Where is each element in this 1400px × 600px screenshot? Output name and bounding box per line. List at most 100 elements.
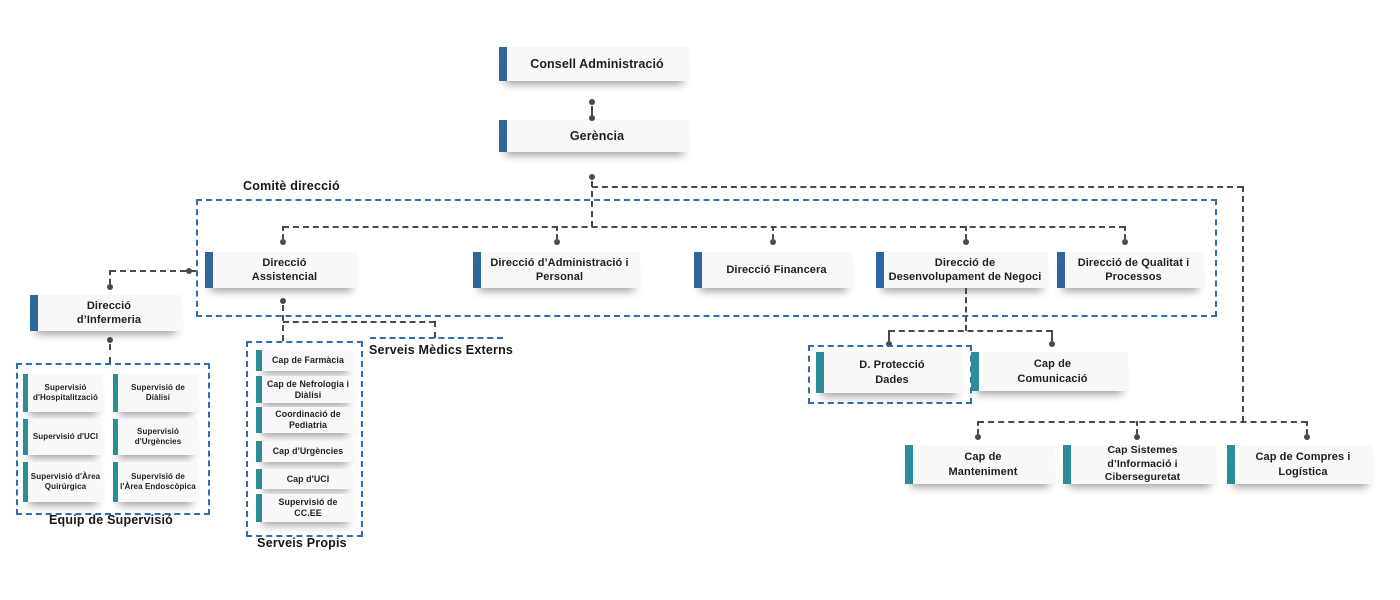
org-node-label: Supervisió de CC.EE xyxy=(278,497,338,518)
accent-bar xyxy=(499,47,507,81)
group-label-serveis-externs: Serveis Mèdics Externs xyxy=(369,343,514,357)
connector-line xyxy=(434,321,436,338)
org-node-label: Supervisió d'Àrea Quirúrgica xyxy=(30,472,101,491)
connector-line xyxy=(591,106,593,116)
org-node-supervisio-uci: Supervisió d'UCI xyxy=(23,419,103,455)
org-node-compres-logistica: Cap de Compres i Logística xyxy=(1227,445,1373,484)
connector-dot xyxy=(886,341,892,347)
connector-line-blue xyxy=(370,337,503,339)
connector-line xyxy=(1242,186,1244,422)
connector-line xyxy=(592,186,1243,188)
accent-bar xyxy=(113,462,118,502)
group-label-equip-supervisio: Equip de Supervisió xyxy=(49,513,173,527)
org-node-label: Supervisió d'Urgències xyxy=(134,427,182,446)
org-node-supervisio-dialisi: Supervisió de Diàlisi xyxy=(113,374,198,412)
org-node-cap-farmacia: Cap de Farmàcia xyxy=(256,350,354,371)
connector-line xyxy=(556,226,558,239)
org-node-label: Supervisió de Diàlisi xyxy=(131,383,185,402)
org-node-supervisio-area-quirurgica: Supervisió d'Àrea Quirúrgica xyxy=(23,462,103,502)
org-node-label: Cap d'UCI xyxy=(286,473,330,484)
group-label-serveis-propis: Serveis Propis xyxy=(257,536,347,550)
connector-dot xyxy=(107,284,113,290)
accent-bar xyxy=(256,407,262,433)
accent-bar xyxy=(256,350,262,371)
accent-bar xyxy=(1063,445,1071,484)
org-node-cap-urgencies: Cap d'Urgències xyxy=(256,441,354,462)
org-node-label: Direcció d’Infermeria xyxy=(76,299,142,326)
accent-bar xyxy=(113,419,118,455)
org-node-label: Direcció d’Administració i Personal xyxy=(490,256,629,283)
connector-dot xyxy=(1122,239,1128,245)
accent-bar xyxy=(816,352,824,393)
connector-dot xyxy=(107,337,113,343)
connector-dot xyxy=(589,99,595,105)
org-node-gerencia: Gerència xyxy=(499,120,689,152)
org-node-supervisio-ccee: Supervisió de CC.EE xyxy=(256,494,354,522)
accent-bar xyxy=(256,494,262,522)
org-node-supervisio-urgencies: Supervisió d'Urgències xyxy=(113,419,198,455)
group-box-serveis-propis xyxy=(246,341,363,537)
org-node-label: Direcció de Desenvolupament de Negoci xyxy=(888,256,1042,283)
connector-dot xyxy=(280,239,286,245)
connector-dot xyxy=(1049,341,1055,347)
connector-line xyxy=(283,321,435,323)
accent-bar xyxy=(499,120,507,152)
connector-line xyxy=(978,421,1307,423)
org-node-cap-nefrologia-dialisi: Cap de Nefrologia i Diàlisi xyxy=(256,376,354,403)
connector-line xyxy=(888,330,890,341)
org-node-administracio-personal: Direcció d’Administració i Personal xyxy=(473,252,640,288)
accent-bar xyxy=(971,352,979,391)
org-node-label: Cap de Manteniment xyxy=(948,451,1018,478)
connector-dot xyxy=(589,174,595,180)
org-node-label: Cap de Compres i Logística xyxy=(1255,451,1351,478)
accent-bar xyxy=(23,462,28,502)
accent-bar xyxy=(473,252,481,288)
connector-line xyxy=(591,181,593,227)
connector-line xyxy=(965,288,967,331)
org-node-label: D. Protecció Dades xyxy=(859,359,925,386)
connector-dot xyxy=(1304,434,1310,440)
org-node-sistemes-informacio: Cap Sistemes d’Informació i Ciberseguret… xyxy=(1063,444,1216,484)
org-node-desenvolupament-negoci: Direcció de Desenvolupament de Negoci xyxy=(876,252,1048,288)
org-node-label: Cap d'Urgències xyxy=(272,446,344,456)
org-node-manteniment: Cap de Manteniment xyxy=(905,445,1055,484)
connector-line xyxy=(965,226,967,239)
org-node-label: Cap de Farmàcia xyxy=(272,355,344,365)
group-label-comite: Comitè direcció xyxy=(243,179,340,193)
org-node-comunicacio: Cap de Comunicació xyxy=(971,352,1128,391)
connector-line xyxy=(1136,421,1138,434)
connector-line xyxy=(109,270,111,284)
accent-bar xyxy=(694,252,702,288)
accent-bar xyxy=(256,469,262,489)
accent-bar xyxy=(256,441,262,462)
connector-line xyxy=(1306,421,1308,434)
accent-bar xyxy=(1057,252,1065,288)
connector-line xyxy=(977,421,979,434)
org-node-label: Direcció Financera xyxy=(726,263,827,276)
org-node-infermeria: Direcció d’Infermeria xyxy=(30,295,182,331)
org-node-proteccio-dades: D. Protecció Dades xyxy=(816,352,962,393)
org-node-supervisio-hospitalitzacio: Supervisió d'Hospitalització xyxy=(23,374,103,412)
accent-bar xyxy=(205,252,213,288)
accent-bar xyxy=(23,374,28,412)
connector-line xyxy=(889,330,1052,332)
connector-dot xyxy=(1134,434,1140,440)
org-node-label: Supervisió d'UCI xyxy=(32,432,99,441)
org-node-label: Gerència xyxy=(569,128,625,143)
org-node-consell-administracio: Consell Administració xyxy=(499,47,689,81)
org-node-label: Cap de Nefrologia i Diàlisi xyxy=(266,378,350,400)
org-node-label: Supervisió de l'Àrea Endoscòpica xyxy=(120,472,196,491)
org-node-label: Cap de Comunicació xyxy=(1017,358,1088,385)
connector-dot xyxy=(975,434,981,440)
connector-dot xyxy=(186,268,192,274)
connector-dot xyxy=(589,115,595,121)
connector-dot xyxy=(554,239,560,245)
group-box-comite xyxy=(196,199,1217,317)
accent-bar xyxy=(905,445,913,484)
org-node-supervisio-area-endoscopica: Supervisió de l'Àrea Endoscòpica xyxy=(113,462,198,502)
accent-bar xyxy=(113,374,118,412)
accent-bar xyxy=(876,252,884,288)
org-node-qualitat-processos: Direcció de Qualitat i Processos xyxy=(1057,252,1204,288)
connector-dot xyxy=(770,239,776,245)
